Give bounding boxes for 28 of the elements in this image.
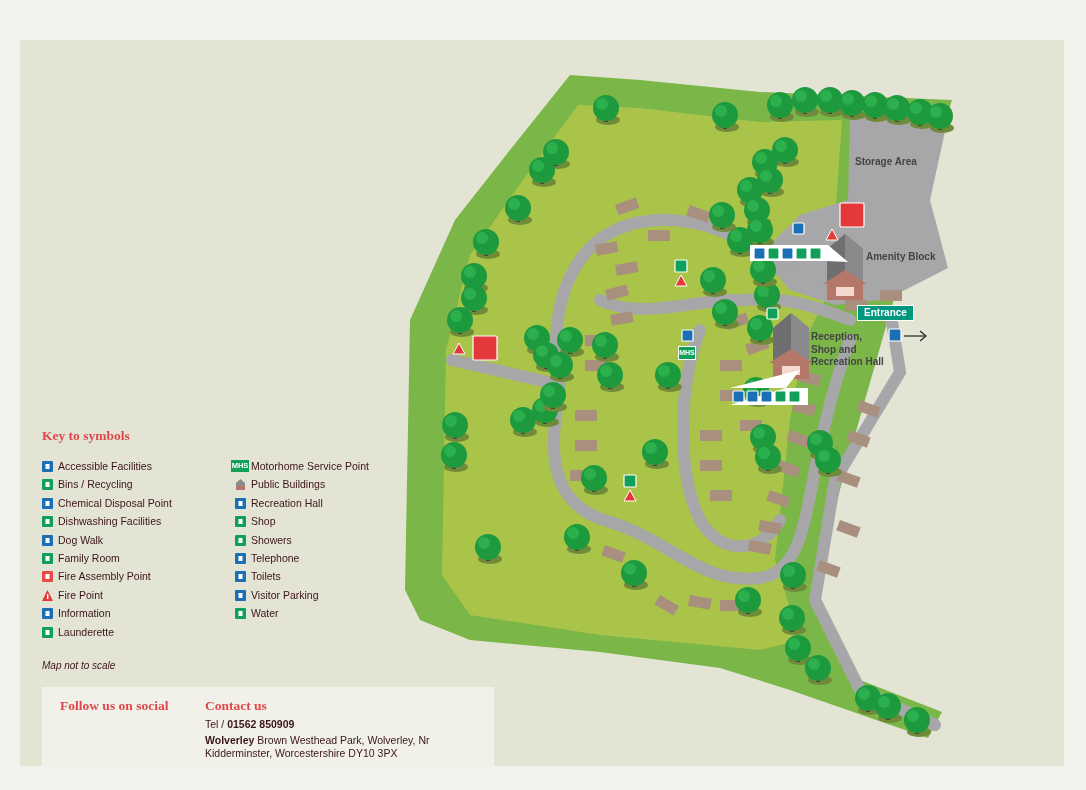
area-label: Storage Area: [855, 156, 918, 168]
legend-label: Telephone: [251, 552, 300, 565]
contact-heading: Contact us: [205, 698, 268, 715]
legend-label: Accessible Facilities: [58, 460, 152, 473]
scale-note: Map not to scale: [42, 660, 117, 672]
legend-label: Family Room: [58, 552, 120, 565]
legend-label: Motorhome Service Point: [251, 460, 369, 473]
legend-label: Toilets: [251, 570, 281, 583]
legend-label: Shop: [251, 515, 276, 528]
legend-label: Public Buildings: [251, 478, 326, 491]
legend-label: Information: [58, 607, 111, 620]
key-heading: Key to symbols: [42, 428, 131, 445]
legend-label: Bins / Recycling: [58, 478, 133, 491]
legend-label: Chemical Disposal Point: [58, 496, 172, 510]
phone-number: Tel / 01562 850909: [205, 718, 296, 731]
legend-label: Dog Walk: [58, 533, 104, 547]
address-text: Wolverley Brown Westhead Park, Wolverley, Nr Kidderminster, Worcestershire DY10 3PX: [205, 734, 431, 760]
legend-label: Visitor Parking: [251, 588, 319, 602]
legend-label: Fire Point: [58, 588, 103, 602]
legend-label: Dishwashing Facilities: [58, 515, 162, 528]
legend-label: Water: [251, 607, 279, 620]
legend-label: Fire Assembly Point: [58, 570, 151, 583]
entrance-sign: Entrance: [857, 305, 914, 321]
building-label: Amenity Block: [866, 251, 937, 263]
social-heading: Follow us on social: [60, 698, 170, 715]
legend-label: Showers: [251, 533, 292, 547]
legend-label: Launderette: [58, 625, 115, 639]
legend-label: Recreation Hall: [251, 496, 323, 510]
